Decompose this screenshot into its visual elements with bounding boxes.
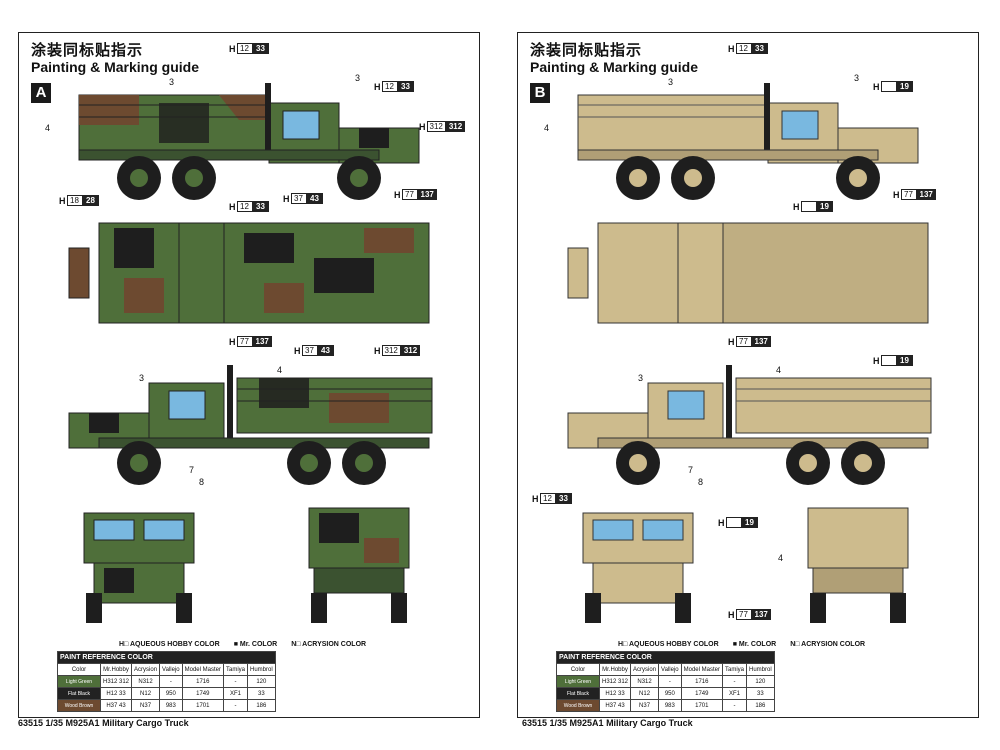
part-number: 3 (355, 73, 361, 83)
part-number: 4 (776, 365, 782, 375)
part-number: 4 (544, 123, 550, 133)
part-number: 8 (199, 477, 205, 487)
front-view (582, 512, 694, 623)
title-chinese: 涂装同标贴指示 (530, 42, 643, 59)
footer-caption: 63515 1/35 M925A1 Military Cargo Truck (522, 718, 693, 728)
sheet-camo-a: 涂装同标贴指示 Painting & Marking guide A (18, 32, 480, 718)
part-number: 8 (698, 477, 704, 487)
side-view-right (577, 83, 919, 200)
part-number: 7 (688, 465, 694, 475)
title-english: Painting & Marking guide (31, 59, 200, 75)
top-view (567, 222, 929, 324)
title-chinese: 涂装同标贴指示 (31, 42, 144, 59)
footer-caption: 63515 1/35 M925A1 Military Cargo Truck (18, 718, 189, 728)
part-number: 4 (45, 123, 51, 133)
variant-badge: B (530, 83, 550, 103)
sheet-sand-b: 涂装同标贴指示 Painting & Marking guide B (517, 32, 979, 718)
part-number: 4 (778, 553, 784, 563)
part-number: 3 (854, 73, 860, 83)
side-view-left (68, 365, 433, 485)
variant-badge: A (31, 83, 51, 103)
part-number: 3 (638, 373, 644, 383)
side-view-right (78, 83, 420, 200)
part-number: 7 (189, 465, 195, 475)
part-number: 4 (277, 365, 283, 375)
part-number: 3 (139, 373, 145, 383)
title-english: Painting & Marking guide (530, 59, 699, 75)
top-view (68, 222, 430, 324)
part-number: 3 (668, 77, 674, 87)
rear-view (308, 507, 410, 623)
front-view (83, 512, 195, 623)
part-number: 3 (169, 77, 175, 87)
rear-view (807, 507, 909, 623)
side-view-left (567, 365, 932, 485)
